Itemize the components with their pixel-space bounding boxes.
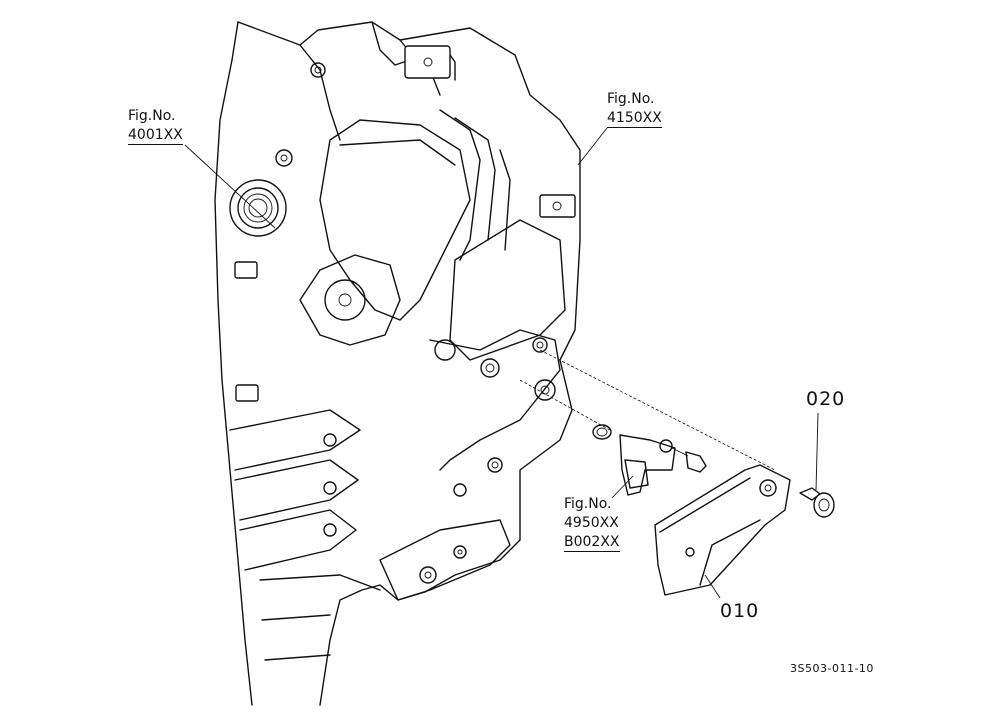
leader-lines	[184, 127, 819, 599]
callout-fig-4150-number: 4150XX	[607, 110, 662, 128]
sensor-assembly	[519, 349, 776, 496]
part-number-020: 020	[806, 388, 846, 410]
part-number-010: 010	[720, 600, 760, 622]
drawing-id: 3S503-011-10	[790, 662, 874, 675]
callout-fig-b002-number: B002XX	[564, 534, 620, 552]
callout-fig-4950-number: 4950XX	[564, 515, 619, 531]
callout-fig-4950-label: Fig.No.	[564, 496, 612, 512]
callout-fig-4001-label: Fig.No.	[128, 108, 176, 124]
sensor-cover-010	[654, 464, 791, 596]
callout-fig-4001-number: 4001XX	[128, 127, 183, 145]
callout-fig-4150-label: Fig.No.	[607, 91, 655, 107]
transmission-case	[214, 21, 581, 706]
bolt-020	[799, 487, 835, 518]
